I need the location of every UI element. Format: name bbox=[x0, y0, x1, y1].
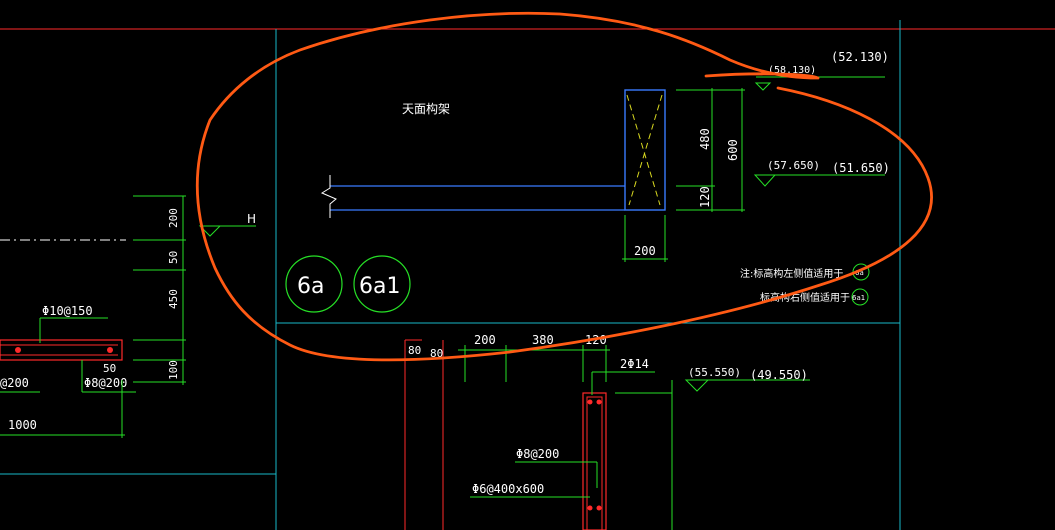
elev-mid-large: (51.650) bbox=[832, 161, 890, 175]
elev-top-small: (58.130) bbox=[768, 65, 816, 76]
rebar-phi10: Φ10@150 bbox=[42, 304, 93, 318]
detail-circle-6a1: 6a1 bbox=[359, 274, 400, 299]
note-line-2: 标高构右侧值适用于 bbox=[760, 291, 850, 304]
roof-frame-detail: 天面构架 480 600 120 200 (58.130) (52.130) (… bbox=[285, 50, 890, 313]
lower-phi6: Φ6@400x600 bbox=[472, 482, 544, 496]
lower-dim-380: 380 bbox=[532, 333, 554, 347]
left-dim-50: 50 bbox=[167, 251, 180, 264]
rebar-phi8-a: @200 bbox=[0, 376, 29, 390]
lower-phi8: Φ8@200 bbox=[516, 447, 559, 461]
elev-low-large: (49.550) bbox=[750, 368, 808, 382]
note-badge-6a: 6a bbox=[855, 269, 864, 277]
dim-120-v: 120 bbox=[698, 186, 712, 208]
note-badge-6a1: 6a1 bbox=[852, 294, 865, 302]
detail-circle-6a: 6a bbox=[297, 274, 324, 299]
elev-low-small: (55.550) bbox=[688, 366, 741, 379]
lower-80-b: 80 bbox=[430, 347, 443, 360]
dim-200-h: 200 bbox=[634, 244, 656, 258]
left-dim-100: 100 bbox=[167, 360, 180, 380]
lower-section-detail: 80 80 200 380 120 2Φ14 Φ8@200 Φ6@400x600… bbox=[404, 333, 810, 530]
left-dim-200: 200 bbox=[167, 208, 180, 228]
lower-2phi14: 2Φ14 bbox=[620, 357, 649, 371]
elev-mid-small: (57.650) bbox=[767, 159, 820, 172]
left-section-detail: H 200 50 450 100 Φ10@150 @200 Φ8@200 50 … bbox=[0, 195, 256, 438]
annotation-loop bbox=[195, 11, 933, 362]
note-line-1: 注:标高构左侧值适用于 bbox=[740, 267, 843, 280]
left-dim-450: 450 bbox=[167, 289, 180, 309]
frame-lines bbox=[0, 20, 1055, 530]
lower-80-a: 80 bbox=[408, 344, 421, 357]
left-dim-1000: 1000 bbox=[8, 418, 37, 432]
dim-480: 480 bbox=[698, 128, 712, 150]
title-label: 天面构架 bbox=[402, 101, 450, 116]
lower-dim-200: 200 bbox=[474, 333, 496, 347]
left-h-label: H bbox=[247, 212, 256, 226]
dim-600: 600 bbox=[726, 139, 740, 161]
rebar-phi8-b: Φ8@200 bbox=[84, 376, 127, 390]
elev-top-large: (52.130) bbox=[831, 50, 889, 64]
left-dim-50-bottom: 50 bbox=[103, 362, 116, 375]
